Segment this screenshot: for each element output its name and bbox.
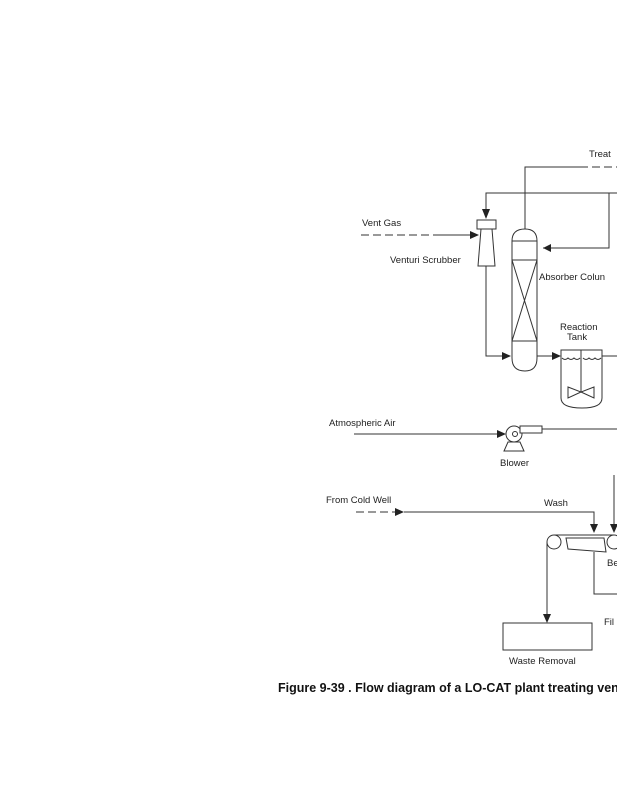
arrow-icon xyxy=(552,352,561,360)
waste-removal-label: Waste Removal xyxy=(509,656,576,667)
arrow-icon xyxy=(482,209,490,219)
blower-hub xyxy=(512,431,518,437)
arrow-icon xyxy=(543,614,551,623)
atmospheric-air-label: Atmospheric Air xyxy=(329,418,396,429)
scrubber-outlet-line xyxy=(485,266,506,357)
blower-label: Blower xyxy=(500,458,529,469)
vacuum-box xyxy=(565,537,607,553)
belt-roller-left xyxy=(546,534,562,550)
treated-gas-label: Treat xyxy=(589,149,611,160)
venturi-scrubber-throat xyxy=(476,219,497,230)
arrow-icon xyxy=(502,352,511,360)
reaction-tank-label-2: Tank xyxy=(567,332,587,343)
belt-filter-label: Bel xyxy=(607,558,617,569)
wash-label: Wash xyxy=(544,498,568,509)
arrow-icon xyxy=(610,524,617,533)
waste-removal-bin xyxy=(502,622,593,651)
venturi-scrubber-label: Venturi Scrubber xyxy=(390,255,461,266)
from-cold-well-label: From Cold Well xyxy=(326,495,391,506)
absorber-overhead-line xyxy=(524,166,580,229)
filtrate-label: Fil xyxy=(604,617,614,628)
figure-caption: Figure 9-39 . Flow diagram of a LO-CAT p… xyxy=(278,681,617,695)
vent-gas-label: Vent Gas xyxy=(362,218,401,229)
blower-discharge xyxy=(519,425,543,434)
absorber-column-label: Absorber Colun xyxy=(539,272,605,283)
agitator-blade-icon xyxy=(579,386,595,399)
arrow-icon xyxy=(395,508,404,516)
wash-line xyxy=(404,511,595,530)
reaction-tank-label-1: Reaction xyxy=(560,322,598,333)
arrow-icon xyxy=(590,524,598,533)
belt-roller-right xyxy=(606,534,617,550)
blower-base xyxy=(503,441,525,452)
agitator-blade-icon xyxy=(567,386,583,399)
arrow-icon xyxy=(543,244,551,252)
absorber-feed-line xyxy=(543,193,610,249)
arrow-icon xyxy=(497,430,506,438)
liquid-level-icon xyxy=(561,357,602,360)
filtrate-line xyxy=(593,552,617,595)
arrow-icon xyxy=(470,231,479,239)
recirculation-header-line xyxy=(485,192,617,217)
packing-cross xyxy=(511,259,538,342)
venturi-scrubber xyxy=(477,228,496,267)
